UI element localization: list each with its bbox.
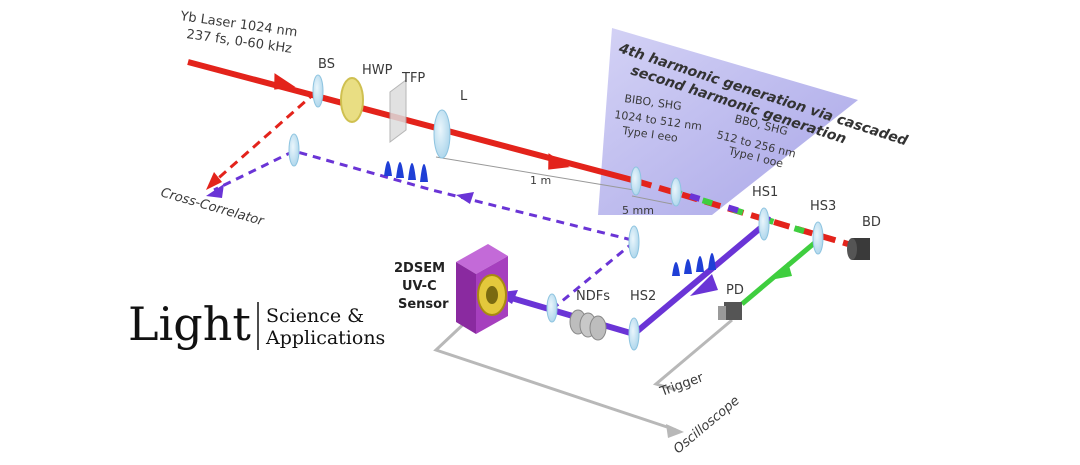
hs1-label: HS1 [752, 185, 778, 200]
sensor-label-line2: UV-C [402, 279, 437, 294]
sensor-label-line3: Sensor [398, 297, 449, 312]
ir-beam-arrow-2 [548, 153, 570, 170]
bs-optic-icon [312, 74, 324, 108]
bd-label: BD [862, 215, 881, 230]
tfp-optic-icon [389, 79, 407, 143]
mixed-beam-uv [689, 193, 771, 223]
hs1-optic-icon [758, 207, 770, 241]
ir-beam-main [187, 59, 637, 184]
sensor-box-icon [456, 244, 508, 334]
sensor-lens-icon [546, 293, 558, 323]
oscilloscope-label: Oscilloscope [671, 393, 743, 457]
crystal-bibo-icon [630, 166, 642, 196]
hs2-optic-icon [628, 317, 640, 351]
mixed-beam-green [671, 188, 821, 239]
pulse-train-ir [384, 161, 428, 182]
oscilloscope-arrow [666, 424, 684, 438]
journal-logo: Light Science & Applications [128, 297, 385, 351]
ndf-filters-icon [569, 309, 607, 341]
ir-beam-arrow [274, 73, 296, 90]
green-beam-arrow [770, 262, 792, 280]
harmonic-panel [598, 28, 858, 215]
beam-dump-icon [847, 238, 870, 260]
lens-label: L [460, 89, 468, 104]
pulse-train-uv [672, 253, 716, 276]
lens-optic-icon [433, 109, 451, 159]
hwp-label: HWP [362, 63, 393, 78]
uv-return-path-2 [555, 240, 635, 308]
uv-beam-hs1-hs2 [632, 222, 766, 337]
logo-line2: Applications [265, 327, 385, 349]
hs2-label: HS2 [630, 289, 656, 304]
trigger-label: Trigger [657, 370, 706, 400]
tfp-label: TFP [401, 71, 425, 86]
signal-line-pd [652, 318, 733, 392]
hs3-label: HS3 [810, 199, 836, 214]
uv-return-path [213, 149, 633, 242]
uv-beam-hs2-sensor [497, 291, 635, 337]
uv-beam-arrow [690, 274, 718, 296]
ir-beam-cross-correlator [213, 90, 317, 184]
distance-line-short [631, 195, 673, 205]
hs3-optic-icon [812, 221, 824, 255]
return-mirror-icon [288, 133, 300, 167]
signal-line-sensor [433, 316, 677, 432]
crystal-bbo-icon [670, 177, 682, 207]
logo-main: Light [128, 297, 251, 351]
pd-label: PD [726, 283, 744, 298]
uv-cc-arrow [206, 184, 224, 198]
distance-long-label: 1 m [530, 174, 551, 187]
ndfs-label: NDFs [576, 289, 610, 304]
distance-short-label: 5 mm [622, 204, 654, 217]
photodiode-icon [718, 302, 742, 320]
logo-line1: Science & [266, 305, 364, 327]
sensor-label-line1: 2DSEM [394, 261, 445, 276]
bs-label: BS [318, 57, 335, 72]
uv-return-arrow [456, 192, 474, 204]
hwp-optic-icon [340, 77, 364, 123]
ir-cc-arrow [206, 172, 222, 190]
distance-line-long [435, 156, 635, 191]
return-mirror-2-icon [628, 225, 640, 259]
